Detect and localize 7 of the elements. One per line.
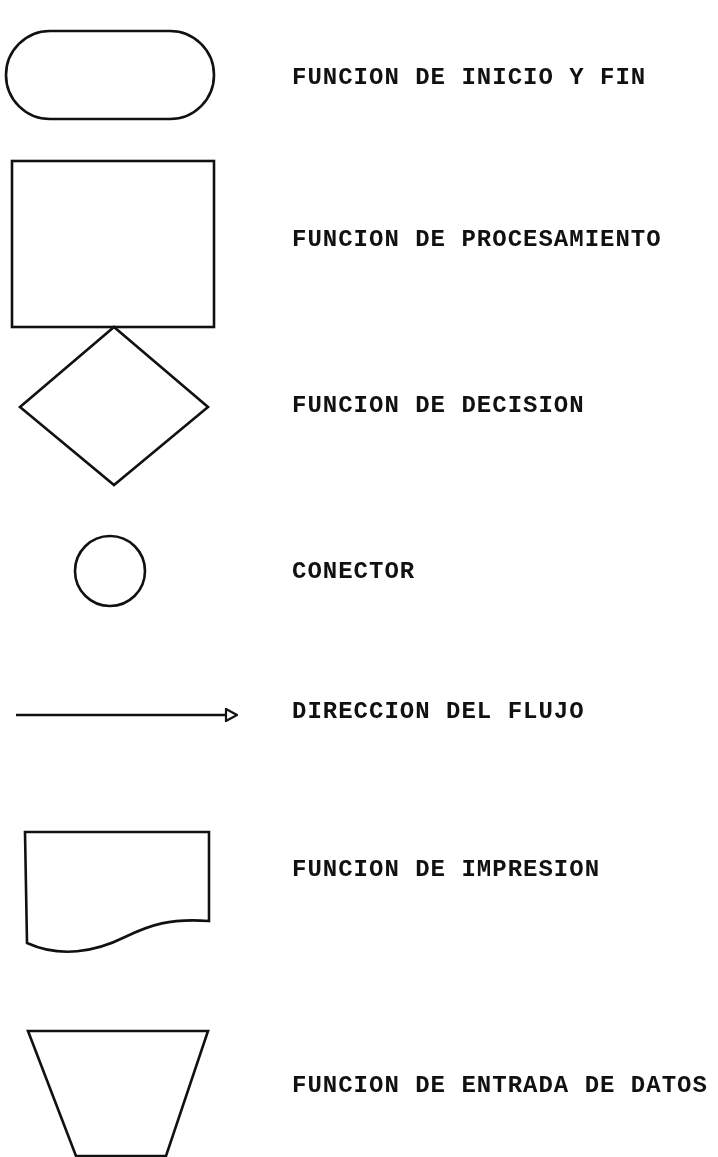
legend-label: FUNCION DE INICIO Y FIN — [292, 63, 647, 91]
legend-label: FUNCION DE IMPRESION — [292, 855, 601, 883]
legend-label: CONECTOR — [292, 557, 416, 585]
legend-label: FUNCION DE PROCESAMIENTO — [292, 225, 662, 253]
legend-label: FUNCION DE DECISION — [292, 391, 585, 419]
legend-label: FUNCION DE ENTRADA DE DATOS — [292, 1071, 708, 1099]
legend-label: DIRECCION DEL FLUJO — [292, 697, 585, 725]
